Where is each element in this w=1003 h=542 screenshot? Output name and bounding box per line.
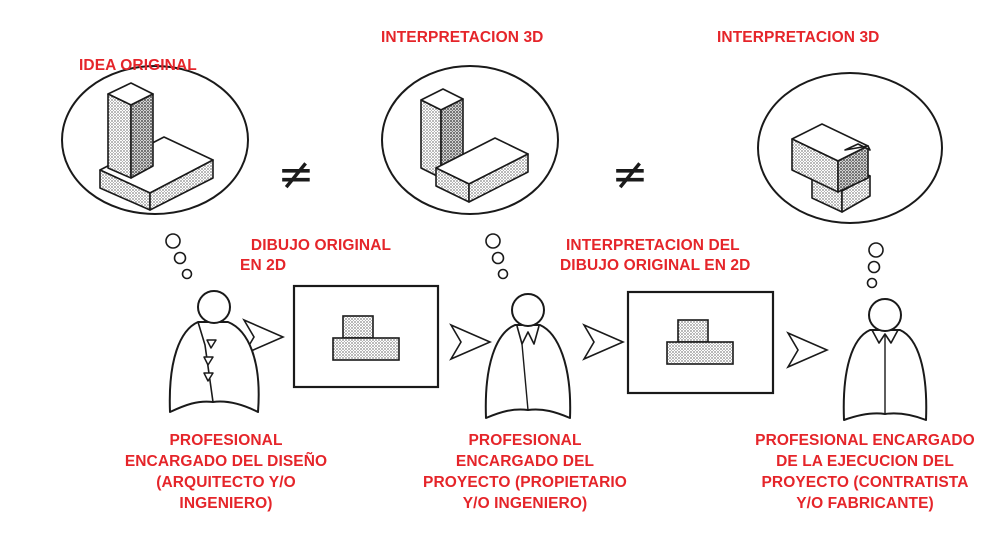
drawing-frame-interpretation bbox=[626, 290, 775, 395]
label-line: PROFESIONAL ENCARGADO bbox=[755, 432, 975, 449]
label-line: PROYECTO (PROPIETARIO bbox=[423, 474, 627, 491]
label-line: PROFESIONAL bbox=[169, 432, 283, 449]
label-line: PROYECTO (CONTRATISTA bbox=[761, 474, 969, 491]
iso-blocks-idea bbox=[99, 82, 214, 211]
label-line: (ARQUITECTO Y/O bbox=[156, 474, 296, 491]
label-dibujo-original-2d: DIBUJO ORIGINAL EN 2D bbox=[232, 236, 410, 276]
bubble-trail-3 bbox=[866, 242, 884, 289]
heading-idea-original: IDEA ORIGINAL bbox=[79, 57, 197, 74]
role-label-designer: PROFESIONAL ENCARGADO DEL DISEÑO (ARQUIT… bbox=[120, 430, 332, 514]
figure-executor bbox=[842, 298, 928, 421]
thought-bubble-idea bbox=[61, 65, 249, 215]
label-line: DE LA EJECUCION DEL bbox=[776, 453, 954, 470]
plan-drawing-original bbox=[332, 315, 400, 361]
heading-interpretacion-3d-1: INTERPRETACION 3D bbox=[381, 29, 544, 46]
thought-bubble-interp-1 bbox=[381, 65, 559, 215]
thought-bubble-interp-2 bbox=[757, 72, 943, 224]
chevron-arrow-3 bbox=[582, 323, 626, 361]
bubble-trail-1 bbox=[165, 233, 193, 280]
not-equal-sign-1: ≠ bbox=[278, 149, 315, 200]
plan-drawing-interpretation bbox=[666, 319, 734, 365]
label-line: INTERPRETACION DEL bbox=[566, 237, 740, 254]
figure-designer bbox=[168, 290, 260, 413]
not-equal-sign-2: ≠ bbox=[612, 149, 649, 200]
role-label-executor: PROFESIONAL ENCARGADO DE LA EJECUCION DE… bbox=[738, 430, 992, 514]
figure-project-owner bbox=[484, 293, 572, 419]
chevron-arrow-2 bbox=[449, 323, 493, 361]
label-line: INGENIERO) bbox=[179, 495, 273, 512]
label-line: ENCARGADO DEL bbox=[455, 453, 595, 470]
label-line: Y/O FABRICANTE) bbox=[796, 495, 934, 512]
label-line: DIBUJO ORIGINAL EN 2D bbox=[560, 257, 751, 274]
drawing-frame-original bbox=[292, 284, 440, 389]
heading-interpretacion-3d-2: INTERPRETACION 3D bbox=[717, 29, 880, 46]
bubble-trail-2 bbox=[485, 233, 509, 280]
label-interpretacion-dibujo-2d: INTERPRETACION DEL DIBUJO ORIGINAL EN 2D bbox=[560, 236, 782, 276]
label-line: PROFESIONAL bbox=[468, 432, 582, 449]
iso-blocks-interp-2 bbox=[791, 123, 871, 213]
chevron-arrow-4 bbox=[786, 331, 830, 369]
iso-blocks-interp-1 bbox=[420, 88, 529, 203]
label-line: ENCARGADO DEL DISEÑO bbox=[124, 453, 328, 470]
label-line: Y/O INGENIERO) bbox=[462, 495, 588, 512]
label-line: DIBUJO ORIGINAL bbox=[250, 237, 392, 254]
role-label-project-owner: PROFESIONAL ENCARGADO DEL PROYECTO (PROP… bbox=[414, 430, 636, 514]
label-line: EN 2D bbox=[240, 257, 287, 274]
